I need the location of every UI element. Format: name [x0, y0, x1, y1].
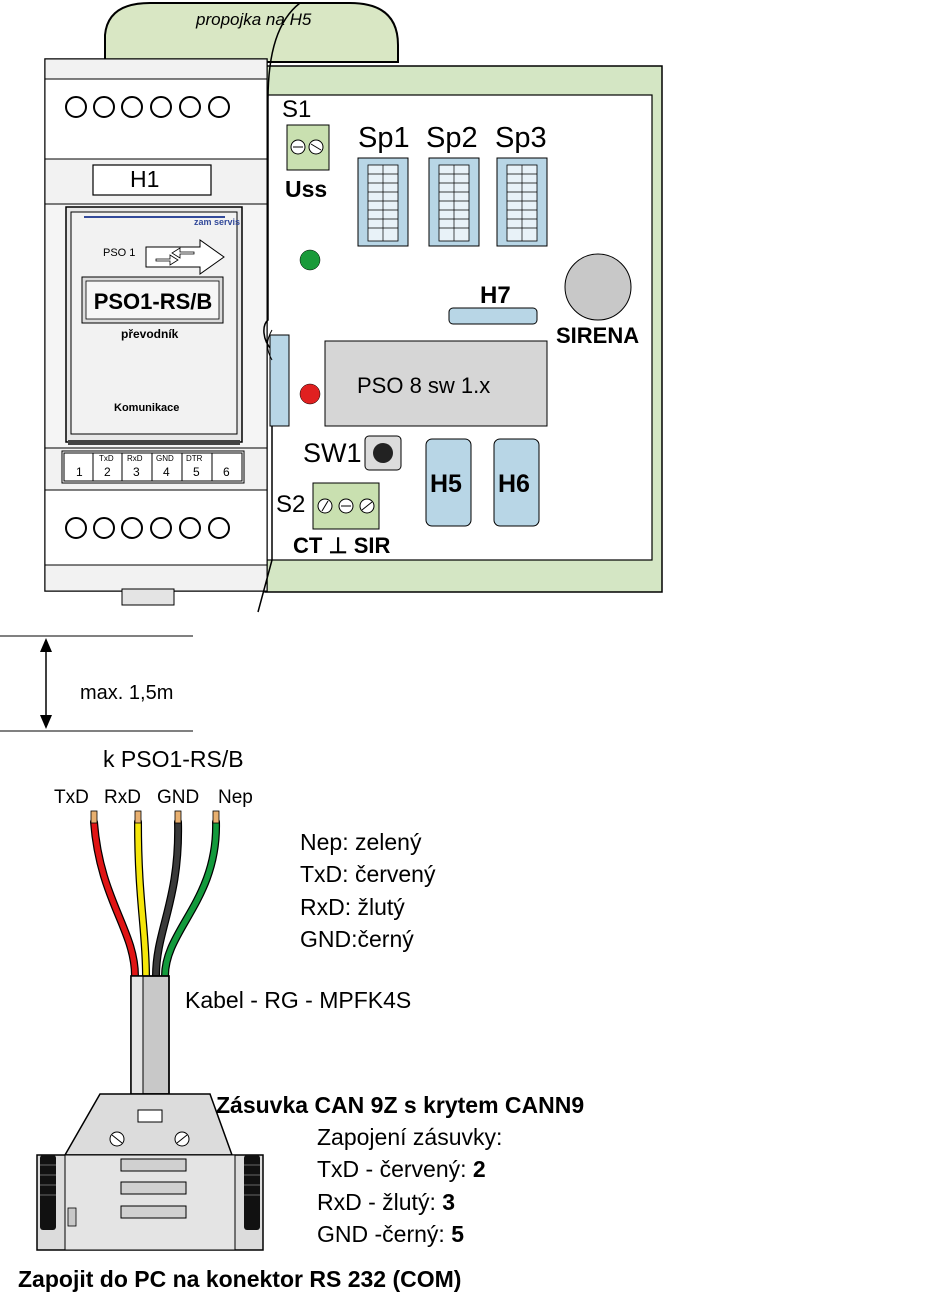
- led-red: [299, 383, 321, 405]
- pin-line-rxd: RxD - žlutý: 3: [317, 1189, 455, 1216]
- sp3-label: Sp3: [495, 122, 547, 154]
- cable-label: Kabel - RG - MPFK4S: [185, 987, 412, 1013]
- prevodnik-label: převodník: [121, 327, 179, 341]
- wire-label-txd: TxD: [54, 787, 89, 808]
- terminal-num-4: 4: [163, 465, 170, 479]
- uss-label: Uss: [285, 176, 328, 202]
- terminal-sig-2: TxD: [99, 454, 114, 463]
- wire-tips: [90, 810, 220, 824]
- pin-text-rxd: RxD - žlutý:: [317, 1189, 443, 1215]
- dsub-connector: [36, 1093, 264, 1251]
- h7-header: [448, 307, 538, 325]
- legend-line-4: GND:černý: [300, 926, 414, 952]
- sp2-label: Sp2: [426, 122, 478, 154]
- s2-label: S2: [276, 491, 306, 518]
- h5-label: H5: [430, 470, 462, 498]
- sirena-label: SIRENA: [556, 323, 640, 348]
- wire-label-gnd: GND: [157, 787, 200, 808]
- terminal-strip: [61, 450, 245, 484]
- h6-label: H6: [498, 470, 530, 498]
- jumper-loop: [104, 1, 399, 63]
- arrow-icon: [145, 239, 225, 275]
- pso1-label: PSO 1: [103, 247, 136, 259]
- pin-number-gnd: 5: [451, 1221, 464, 1247]
- pin-line-gnd: GND -černý: 5: [317, 1221, 464, 1248]
- pin-number-rxd: 3: [442, 1189, 456, 1215]
- terminal-sig-4: GND: [156, 454, 174, 463]
- bottom-screw-holes: [65, 517, 230, 539]
- h5-header: [425, 438, 472, 527]
- dip-switch-sp2: [428, 157, 480, 247]
- connector-title: Zásuvka CAN 9Z s krytem CANN9: [216, 1092, 585, 1118]
- led-green: [299, 249, 321, 271]
- top-screw-holes: [65, 96, 230, 118]
- terminal-sig-5: DTR: [186, 454, 203, 463]
- cable-title: k PSO1-RS/B: [103, 746, 244, 772]
- h1-label: H1: [130, 166, 160, 192]
- siren: [564, 253, 632, 321]
- terminal-num-3: 3: [133, 465, 140, 479]
- dip-switch-sp1: [357, 157, 409, 247]
- terminal-num-1: 1: [76, 465, 83, 479]
- pin-line-txd: TxD - červený: 2: [317, 1156, 486, 1183]
- legend-line-3: RxD: žlutý: [300, 894, 405, 920]
- module-name: PSO1-RS/B: [93, 289, 213, 314]
- jumper-label: propojka na H5: [196, 10, 312, 29]
- pin-number-txd: 2: [472, 1156, 486, 1182]
- legend-line-2: TxD: červený: [300, 861, 436, 887]
- dip-switch-sp3: [496, 157, 548, 247]
- terminal-num-6: 6: [223, 465, 230, 479]
- pso8-label: PSO 8 sw 1.x: [357, 373, 491, 398]
- wire-label-nep: Nep: [218, 787, 253, 808]
- wire-label-rxd: RxD: [104, 787, 141, 808]
- terminal-num-5: 5: [193, 465, 200, 479]
- komunikace-label: Komunikace: [114, 402, 180, 414]
- h7-label: H7: [480, 282, 511, 309]
- sp1-label: Sp1: [358, 122, 410, 154]
- sw1-label: SW1: [303, 438, 362, 468]
- connector-subtitle: Zapojení zásuvky:: [317, 1124, 503, 1150]
- legend-line-1: Nep: zelený: [300, 829, 422, 855]
- brand-label: zam servis: [194, 217, 241, 227]
- footer-instruction: Zapojit do PC na konektor RS 232 (COM): [18, 1266, 462, 1292]
- terminal-num-2: 2: [104, 465, 111, 479]
- s2-terminal-label: CT ⊥ SIR: [293, 533, 391, 558]
- h6-header: [493, 438, 540, 527]
- s1-label: S1: [282, 96, 312, 123]
- pso8-chip: [324, 340, 548, 427]
- pin-text-gnd: GND -černý:: [317, 1221, 452, 1247]
- terminal-sig-3: RxD: [127, 454, 143, 463]
- distance-label: max. 1,5m: [80, 682, 174, 704]
- pin-text-txd: TxD - červený:: [317, 1156, 473, 1182]
